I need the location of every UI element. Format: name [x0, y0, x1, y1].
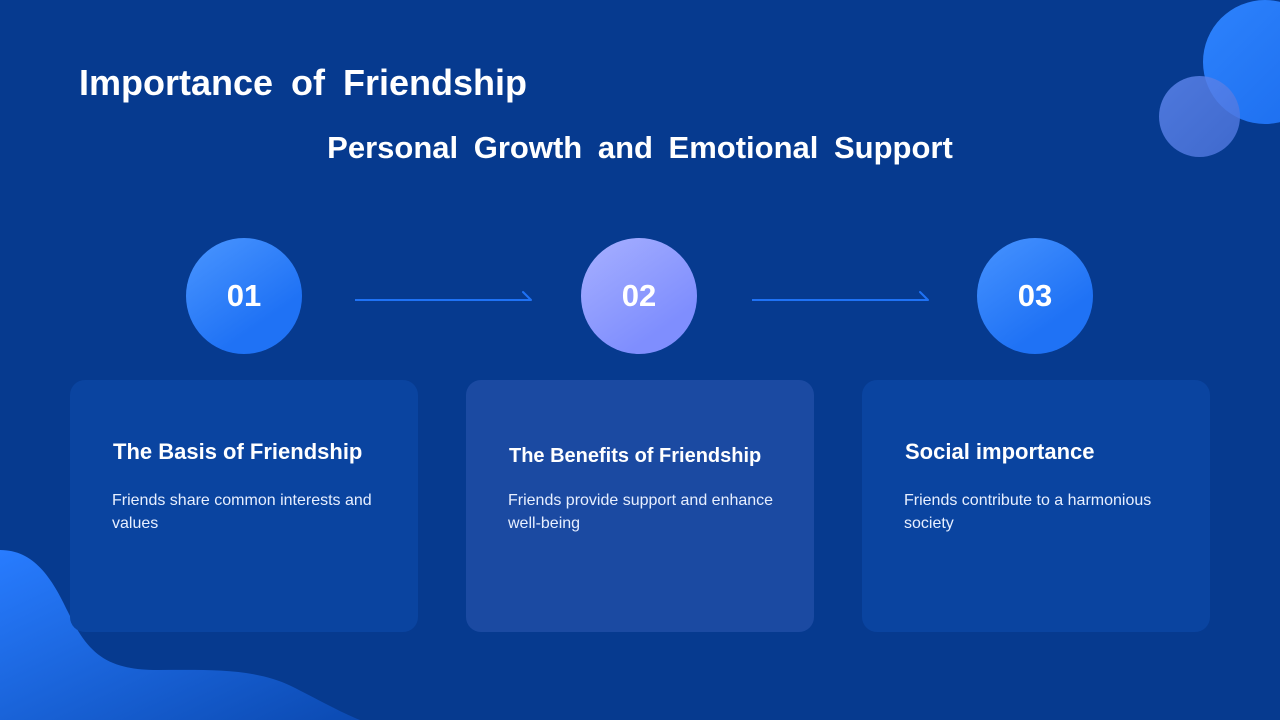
- decorative-wave-shape: [0, 550, 360, 720]
- process-arrow-2: [752, 291, 929, 301]
- process-arrow-1: [355, 291, 532, 301]
- step-number-03: 03: [977, 238, 1093, 354]
- card-title: The Basis of Friendship: [113, 439, 363, 464]
- card-description: Friends contribute to a harmonious socie…: [904, 492, 1152, 532]
- friendship-benefits-card: The Benefits of Friendship Friends provi…: [466, 380, 814, 632]
- page-subtitle: Personal Growth and Emotional Support: [327, 130, 953, 165]
- decorative-small-circle: [1159, 76, 1240, 157]
- card-description: Friends provide support and enhance well…: [508, 492, 774, 532]
- page-title: Importance of Friendship: [79, 62, 528, 103]
- card-description: Friends share common interests and value…: [112, 492, 372, 532]
- card-title: The Benefits of Friendship: [509, 445, 762, 467]
- step-number-02: 02: [581, 238, 697, 354]
- friendship-basis-card: The Basis of Friendship Friends share co…: [70, 380, 418, 632]
- step-number-01: 01: [186, 238, 302, 354]
- social-importance-card: Social importance Friends contribute to …: [862, 380, 1210, 632]
- card-title: Social importance: [905, 439, 1095, 464]
